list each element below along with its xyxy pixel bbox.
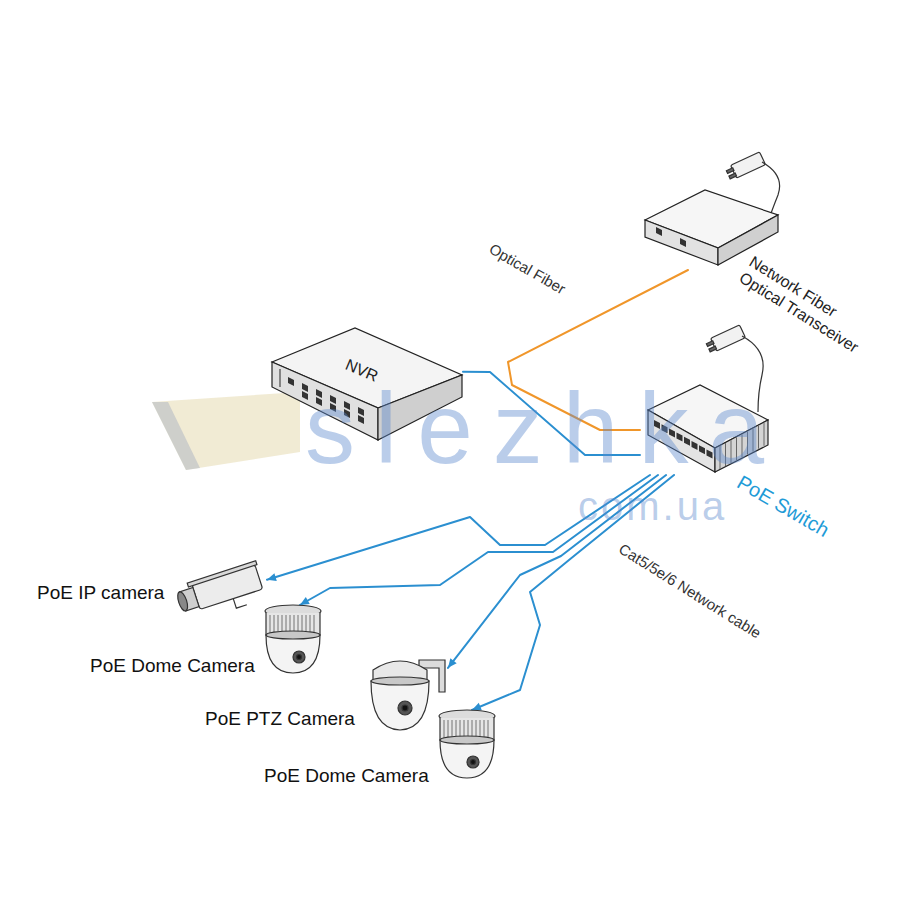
ptz-camera: PoE PTZ Camera [203, 650, 448, 735]
dome-camera: PoE Dome Camera [262, 710, 502, 790]
dome-camera-drawing [439, 710, 495, 778]
node-label: PoE Dome Camera [264, 765, 429, 788]
watermark: slezhka [305, 368, 784, 488]
arrow-head [448, 658, 457, 668]
watermark-band [152, 392, 300, 470]
node-label: PoE Dome Camera [90, 655, 255, 678]
dome-camera-drawing [265, 605, 321, 673]
arrow-head [300, 597, 310, 605]
watermark: com.ua [578, 482, 727, 530]
arrow-head [267, 573, 277, 581]
dome-camera: PoE Dome Camera [88, 605, 324, 685]
ip-camera: PoE IP camera [35, 560, 267, 622]
cable-label: Cat5/5e/6 Network cable [615, 540, 764, 642]
node-label: PoE IP camera [37, 582, 164, 605]
node-label: PoE PTZ Camera [205, 708, 355, 731]
arrow-head [472, 703, 482, 710]
ip-camera-drawing [174, 561, 268, 625]
fiber-transceiver: Network Fiber Optical Transceiver [640, 180, 780, 270]
ptz-camera-drawing [371, 660, 445, 730]
edge-label: Optical Fiber [486, 240, 569, 298]
node-label: Network Fiber Optical Transceiver [736, 252, 882, 363]
